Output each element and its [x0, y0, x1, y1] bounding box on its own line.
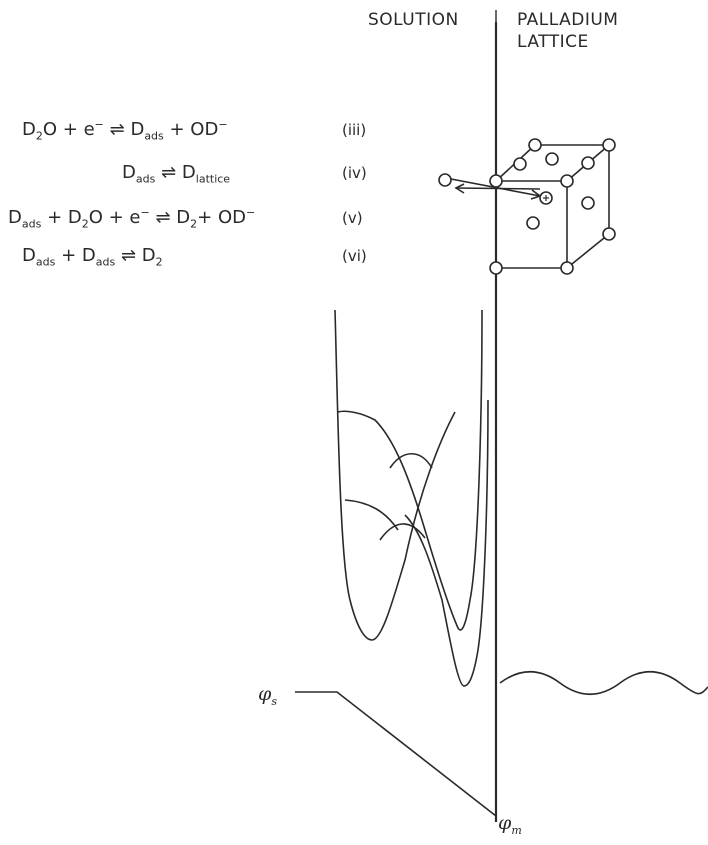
crossing-upper — [389, 452, 433, 469]
equation-iii: D2O + e− ⇌ Dads + OD− — [22, 118, 228, 143]
crossing-mid — [344, 499, 399, 531]
phi-s-label: φs — [258, 683, 277, 708]
equation-vi: Dads + Dads ⇌ D2 — [22, 245, 163, 269]
equation-v: Dads + D2O + e− ⇌ D2+ OD− — [8, 206, 256, 231]
lattice-label: LATTICE — [517, 32, 589, 52]
transfer-arrow-out-head — [454, 183, 465, 194]
potential-well-left — [334, 309, 456, 641]
lattice-potential-wave — [499, 671, 708, 695]
equation-number-vi: (vi) — [342, 247, 367, 265]
solution-potential-profile — [295, 691, 497, 817]
solution-label: SOLUTION — [368, 10, 459, 30]
lattice-atoms — [489, 138, 616, 275]
equation-iv: Dads ⇌ Dlattice — [122, 162, 231, 186]
transfer-arrow-out — [455, 187, 541, 190]
equation-number-iii: (iii) — [342, 121, 367, 139]
phi-m-label: φm — [498, 812, 522, 837]
potential-well-deep — [404, 399, 489, 687]
crossing-lower — [379, 523, 426, 541]
deuterium-atom — [438, 173, 452, 187]
equation-number-iv: (iv) — [342, 164, 367, 182]
potential-well-right — [337, 309, 483, 631]
transfer-arrow-in — [450, 178, 541, 197]
palladium-label: PALLADIUM — [517, 10, 619, 30]
equation-number-v: (v) — [342, 209, 363, 227]
